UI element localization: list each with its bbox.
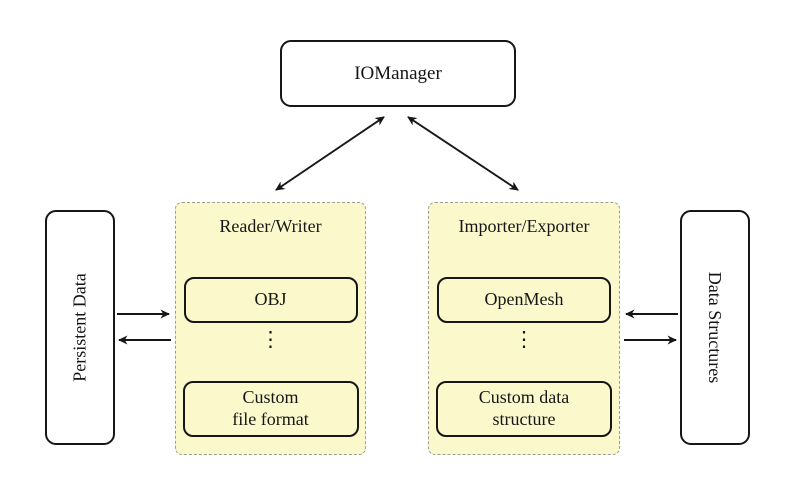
openmesh-label: OpenMesh — [484, 289, 564, 310]
iomanager-label: IOManager — [354, 62, 442, 84]
iomanager-node: IOManager — [280, 40, 516, 107]
persistent-data-node: Persistent Data — [45, 210, 115, 445]
arrow-iomanager-importer-exporter — [407, 116, 519, 191]
data-structures-label: Data Structures — [705, 271, 726, 384]
custom-data-structure-line2: structure — [492, 409, 556, 429]
importer-exporter-header: Importer/Exporter — [458, 216, 590, 236]
reader-writer-panel: Reader/Writer OBJ ⋮ Custom file format — [175, 202, 366, 455]
obj-label: OBJ — [254, 289, 287, 310]
arrow-iomanager-reader-writer — [275, 116, 385, 191]
openmesh-node: OpenMesh — [437, 277, 611, 323]
custom-file-format-line1: Custom — [242, 387, 299, 408]
importer-exporter-panel: Importer/Exporter OpenMesh ⋮ Custom data… — [428, 202, 620, 455]
importer-exporter-ellipsis: ⋮ — [513, 327, 535, 351]
obj-node: OBJ — [183, 277, 358, 323]
reader-writer-header: Reader/Writer — [219, 216, 322, 236]
custom-file-format-line2: file format — [232, 409, 309, 429]
custom-file-format-node: Custom file format — [182, 381, 359, 437]
reader-writer-ellipsis: ⋮ — [260, 327, 281, 351]
data-structures-node: Data Structures — [680, 210, 750, 445]
custom-data-structure-line1: Custom data — [478, 387, 570, 408]
persistent-data-label: Persistent Data — [69, 273, 90, 382]
custom-data-structure-node: Custom data structure — [436, 381, 612, 437]
